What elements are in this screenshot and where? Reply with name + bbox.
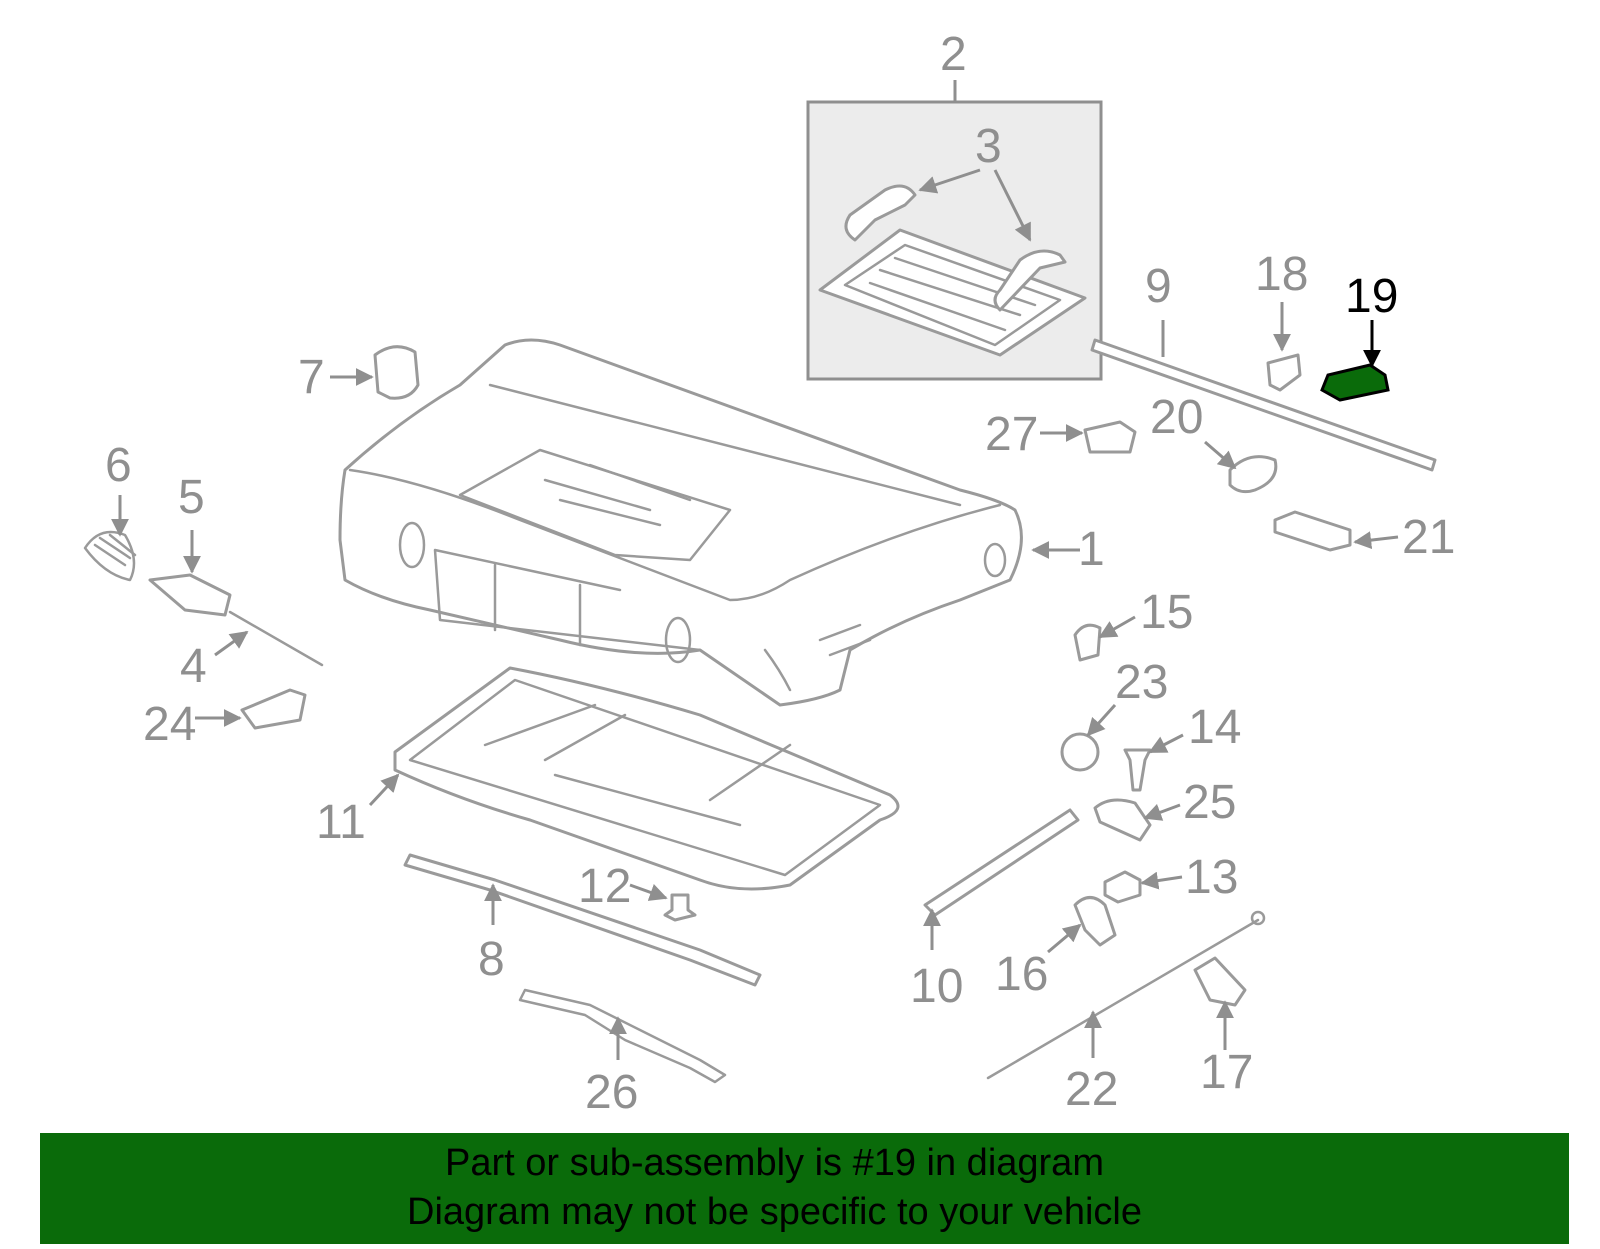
- part-13: [1103, 870, 1142, 904]
- part-23: [1060, 732, 1100, 772]
- callout-4: 4: [180, 640, 207, 693]
- callout-22: 22: [1065, 1063, 1118, 1116]
- callout-13: 13: [1185, 851, 1238, 904]
- part-24: [240, 688, 307, 730]
- callout-27: 27: [985, 408, 1038, 461]
- callout-25: 25: [1183, 776, 1236, 829]
- part-20: [1228, 455, 1278, 494]
- callout-20: 20: [1150, 391, 1203, 444]
- callout-3: 3: [975, 120, 1002, 173]
- callout-18: 18: [1255, 248, 1308, 301]
- leader-lines: [111, 80, 1399, 1060]
- callout-1: 1: [1078, 523, 1105, 576]
- callout-8: 8: [478, 933, 505, 986]
- callout-16: 16: [995, 948, 1048, 1001]
- banner-line-disclaimer: Diagram may not be specific to your vehi…: [407, 1191, 1142, 1233]
- part-hood-scoop-assembly: [806, 100, 1103, 381]
- part-25: [1093, 798, 1152, 842]
- part-22: [986, 910, 1266, 1080]
- callout-5: 5: [178, 471, 205, 524]
- callout-15: 15: [1140, 586, 1193, 639]
- part-10: [923, 808, 1080, 917]
- callout-9: 9: [1145, 260, 1172, 313]
- part-12: [663, 893, 697, 922]
- callout-17: 17: [1200, 1046, 1253, 1099]
- part-18: [1266, 353, 1302, 392]
- callout-labels: 1 2 3 4 5 6 7 8 9 10 11 12 13 14 15 16 1…: [105, 28, 1455, 1119]
- part-17: [1193, 956, 1247, 1007]
- info-banner: Part or sub-assembly is #19 in diagram D…: [40, 1133, 1569, 1244]
- callout-19-highlighted: 19: [1345, 270, 1398, 323]
- callout-10: 10: [910, 960, 963, 1013]
- callout-24: 24: [143, 698, 196, 751]
- callout-21: 21: [1402, 511, 1455, 564]
- callout-12: 12: [578, 860, 631, 913]
- callout-7: 7: [298, 351, 325, 404]
- callout-23: 23: [1115, 656, 1168, 709]
- part-hood-support-highlighted: [1320, 363, 1390, 402]
- callout-11: 11: [316, 796, 366, 849]
- part-hood: [338, 338, 1023, 707]
- part-27: [1083, 420, 1137, 454]
- part-hood-insulator: [393, 666, 900, 891]
- part-16: [1073, 896, 1117, 947]
- callout-2: 2: [940, 28, 967, 81]
- banner-line-part: Part or sub-assembly is #19 in diagram: [445, 1142, 1104, 1184]
- part-14: [1123, 748, 1152, 792]
- part-7: [373, 345, 420, 400]
- part-15: [1073, 623, 1102, 662]
- callout-14: 14: [1188, 701, 1241, 754]
- callout-26: 26: [585, 1066, 638, 1119]
- part-hood-seal: [1090, 338, 1437, 472]
- callout-6: 6: [105, 439, 132, 492]
- part-release-cable: [83, 530, 324, 667]
- part-21: [1273, 510, 1352, 552]
